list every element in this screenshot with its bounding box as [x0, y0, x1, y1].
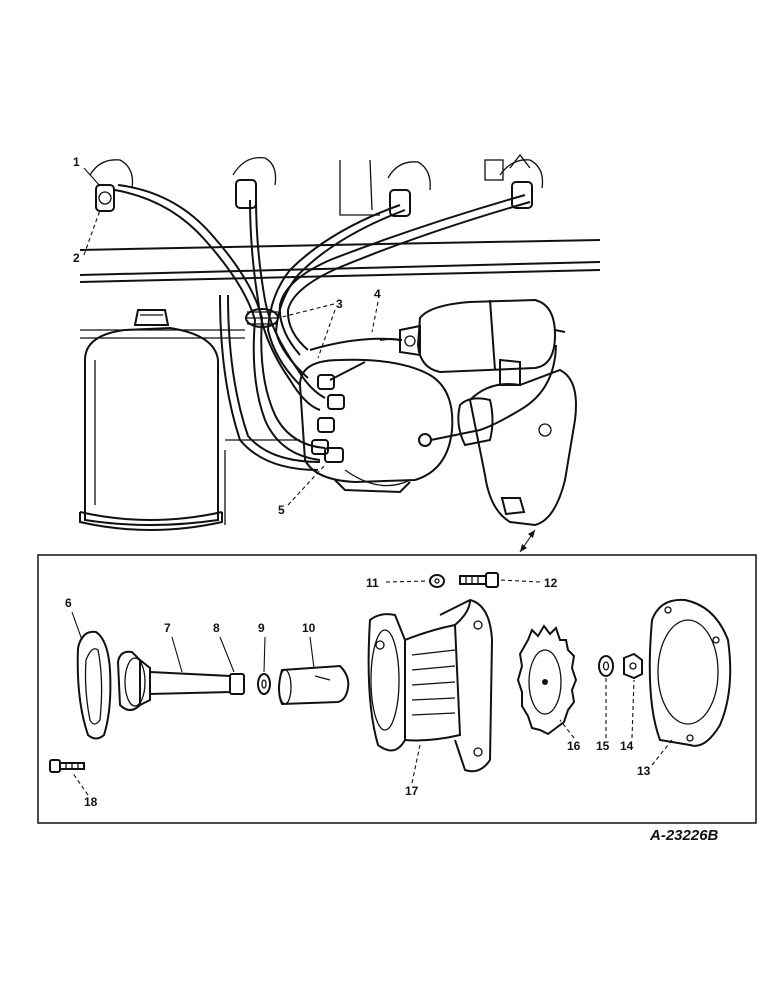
coupling-sleeve — [278, 664, 350, 706]
small-nut — [429, 574, 445, 588]
callout-label: 1 — [73, 155, 80, 169]
parts-frame — [37, 554, 757, 824]
callout-label: 13 — [637, 764, 651, 778]
callout-label: 3 — [336, 297, 343, 311]
thrust-washer — [257, 673, 271, 695]
callout-label: 18 — [84, 795, 98, 809]
exploded-parts-view: 6 7 8 9 10 11 12 13 14 15 16 17 18 — [37, 554, 757, 824]
distributor-drive-housing — [457, 358, 577, 527]
callout-label: 2 — [73, 251, 80, 265]
callout-label: 6 — [65, 596, 72, 610]
spark-plug — [509, 153, 533, 209]
ignition-wires — [114, 184, 531, 471]
shaft-end-nut — [229, 673, 245, 695]
figure-reference: A-23226B — [649, 827, 719, 844]
spark-plug — [389, 189, 411, 217]
gasket-large — [648, 598, 732, 747]
callout-label: 7 — [164, 621, 171, 635]
hex-bolt — [459, 572, 499, 588]
spark-plug — [235, 179, 257, 209]
callout-label: 9 — [258, 621, 265, 635]
callout-label: 16 — [567, 739, 581, 753]
engine-assembly-view: 1 2 3 4 5 — [73, 153, 601, 553]
callout-label: 4 — [374, 287, 381, 301]
oil-filter — [79, 309, 223, 531]
callout-label: 11 — [366, 576, 379, 590]
gear-nut — [623, 652, 643, 680]
gasket-small — [76, 630, 112, 740]
callout-label: 10 — [302, 621, 316, 635]
callout-label: 15 — [596, 739, 610, 753]
callout-label: 17 — [405, 784, 419, 798]
drive-shaft — [116, 650, 231, 711]
drive-housing — [367, 598, 494, 773]
ignition-coil — [309, 298, 566, 431]
mounting-bolt — [49, 759, 85, 773]
callout-label: 12 — [544, 576, 558, 590]
gear-washer — [598, 655, 614, 677]
distributor — [298, 358, 481, 494]
spark-plug — [95, 184, 115, 212]
drive-gear — [516, 624, 578, 736]
callout-label: 5 — [278, 503, 285, 517]
callout-label: 14 — [620, 739, 634, 753]
callout-label: 8 — [213, 621, 220, 635]
